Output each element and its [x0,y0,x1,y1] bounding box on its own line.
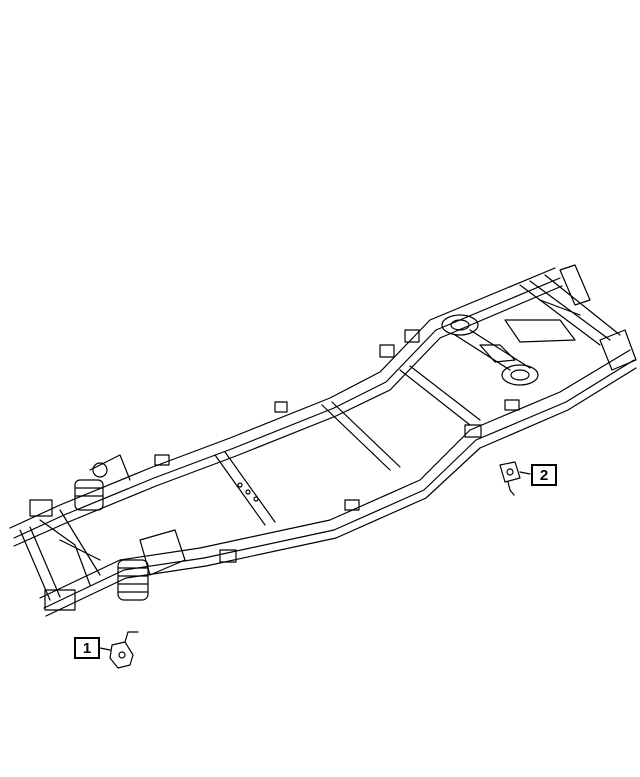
frame-mounts [154,329,520,563]
left-frame-rail [9,267,563,547]
callout-1: 1 [74,637,100,659]
rear-axle-assembly [441,299,581,386]
part-2-height-sensor [499,461,531,496]
front-suspension [29,454,186,611]
callout-2: 2 [531,464,557,486]
rear-frame-end [559,264,637,371]
cross-members [19,274,621,601]
part-1-height-sensor [99,631,139,669]
